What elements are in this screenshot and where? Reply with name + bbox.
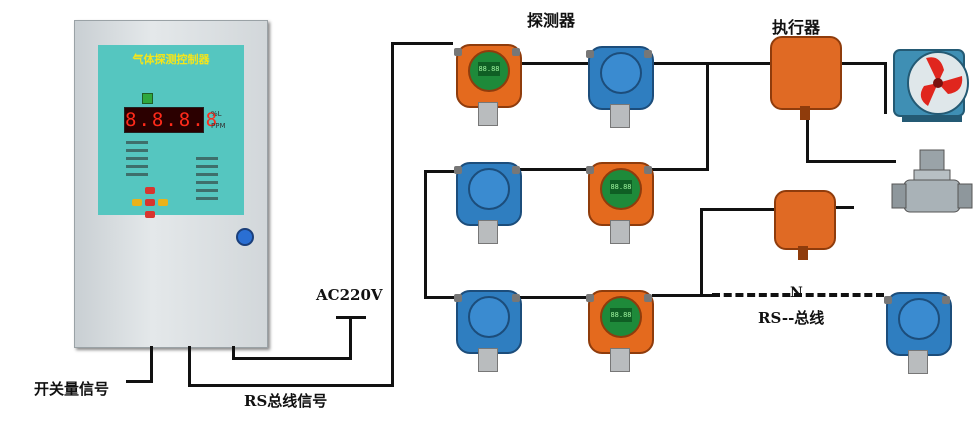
controller-front-panel: 气体探测控制器 8.8.8.8 %L PPM bbox=[98, 45, 244, 218]
detector-blue[interactable] bbox=[454, 282, 522, 372]
ok-button[interactable] bbox=[145, 199, 155, 206]
channel-indicator-row bbox=[196, 173, 218, 176]
unit-label-lel: %L bbox=[211, 110, 222, 118]
detector-display: 88.88 bbox=[478, 62, 500, 76]
led-display-digits: 8.8.8.8 bbox=[125, 109, 220, 131]
status-indicator-row bbox=[126, 165, 148, 168]
status-indicator-row bbox=[126, 173, 148, 176]
ac-plug-symbol bbox=[336, 316, 366, 319]
channel-indicator-row bbox=[196, 189, 218, 192]
bus-wire bbox=[652, 168, 709, 171]
left-button[interactable] bbox=[132, 199, 142, 206]
bus-wire bbox=[520, 168, 588, 171]
reset-button[interactable] bbox=[145, 211, 155, 218]
detector-blue[interactable] bbox=[586, 38, 654, 128]
actuators-label: 执行器 bbox=[772, 18, 821, 37]
solenoid-valve-icon[interactable] bbox=[890, 148, 976, 222]
channel-indicator-row bbox=[196, 181, 218, 184]
gas-controller-cabinet: 气体探测控制器 8.8.8.8 %L PPM bbox=[74, 20, 268, 348]
ac-power-wire bbox=[349, 318, 352, 360]
status-indicator-row bbox=[126, 141, 148, 144]
rs-bus-signal-label: RS总线信号 bbox=[244, 392, 328, 410]
actuator-wire bbox=[806, 118, 809, 162]
ac-power-wire bbox=[232, 357, 352, 360]
actuator-box[interactable] bbox=[774, 190, 836, 262]
ac-power-wire bbox=[232, 346, 235, 360]
controller-title: 气体探测控制器 bbox=[132, 53, 210, 66]
bus-wire bbox=[700, 208, 774, 211]
unit-label-ppm: PPM bbox=[211, 122, 226, 130]
switch-signal-wire bbox=[150, 346, 153, 382]
detector-orange[interactable]: 88.88 bbox=[454, 36, 522, 126]
rs-bus-wire bbox=[188, 346, 191, 386]
rs-bus-wire bbox=[188, 384, 394, 387]
rs-bus-dashed-wire bbox=[712, 293, 884, 297]
bus-wire bbox=[424, 170, 427, 298]
n-label: N bbox=[790, 285, 803, 301]
ac-power-label: AC220V bbox=[316, 286, 383, 304]
key-switch[interactable] bbox=[236, 228, 254, 246]
status-indicator-row bbox=[126, 149, 148, 152]
channel-indicator-row bbox=[196, 197, 218, 200]
bus-wire bbox=[520, 62, 588, 65]
rs-bus-wire bbox=[391, 42, 394, 387]
bus-wire bbox=[424, 170, 455, 173]
detector-blue[interactable] bbox=[884, 284, 952, 374]
bus-wire bbox=[652, 62, 777, 65]
led-display: 8.8.8.8 bbox=[124, 107, 220, 133]
actuator-wire bbox=[842, 62, 887, 65]
bus-wire bbox=[700, 208, 703, 297]
rs-bus-wire bbox=[391, 42, 453, 45]
actuator-wire bbox=[884, 62, 887, 114]
menu-button[interactable] bbox=[145, 187, 155, 194]
axial-fan-icon[interactable] bbox=[888, 40, 976, 124]
switch-signal-label: 开关量信号 bbox=[34, 380, 110, 398]
actuator-box[interactable] bbox=[770, 36, 842, 120]
bus-wire bbox=[706, 62, 709, 170]
detector-blue[interactable] bbox=[454, 154, 522, 244]
detector-display: 88.88 bbox=[610, 180, 632, 194]
power-indicator bbox=[142, 93, 153, 104]
detector-orange[interactable]: 88.88 bbox=[586, 282, 654, 372]
detector-display: 88.88 bbox=[610, 308, 632, 322]
detectors-label: 探测器 bbox=[527, 11, 576, 30]
right-button[interactable] bbox=[158, 199, 168, 206]
bus-wire bbox=[652, 294, 712, 297]
rs-bus-label: RS--总线 bbox=[758, 309, 825, 327]
bus-wire bbox=[836, 206, 854, 209]
switch-signal-wire bbox=[126, 380, 153, 383]
channel-indicator-row bbox=[196, 165, 218, 168]
bus-wire bbox=[424, 296, 455, 299]
bus-wire bbox=[520, 296, 588, 299]
detector-orange[interactable]: 88.88 bbox=[586, 154, 654, 244]
channel-indicator-row bbox=[196, 157, 218, 160]
actuator-wire bbox=[806, 160, 896, 163]
status-indicator-row bbox=[126, 157, 148, 160]
